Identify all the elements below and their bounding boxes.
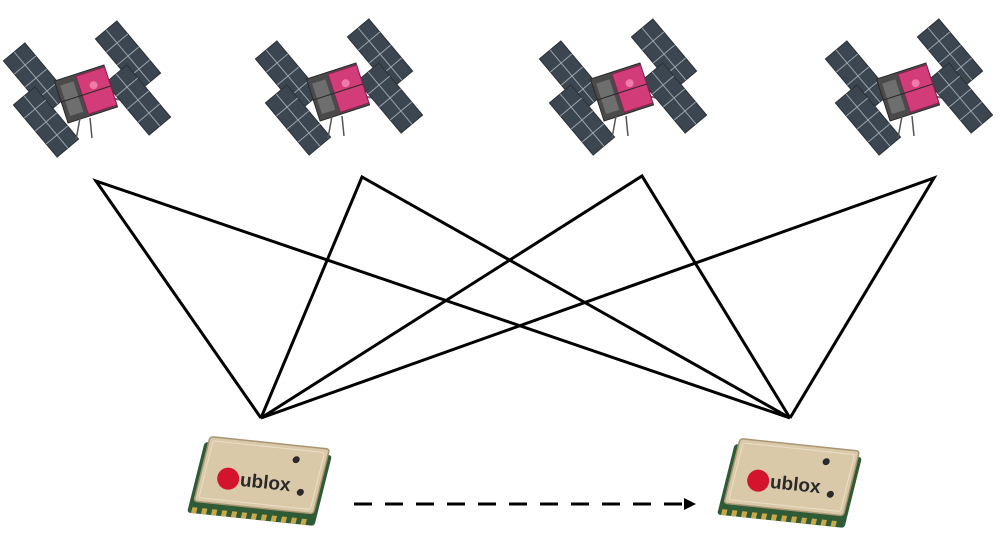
signal-link	[259, 174, 791, 420]
satellite-icon	[3, 21, 170, 157]
signal-links	[92, 173, 938, 420]
signal-link	[92, 178, 791, 420]
satellite-icon	[255, 19, 422, 155]
signal-link	[260, 173, 792, 420]
satellite-icon	[539, 19, 706, 155]
signal-link	[260, 175, 938, 420]
gnss-receiver-module-icon: ublox	[186, 434, 335, 528]
gnss-receiver-module-icon: ublox	[716, 436, 865, 530]
satellite-icon	[825, 19, 992, 155]
